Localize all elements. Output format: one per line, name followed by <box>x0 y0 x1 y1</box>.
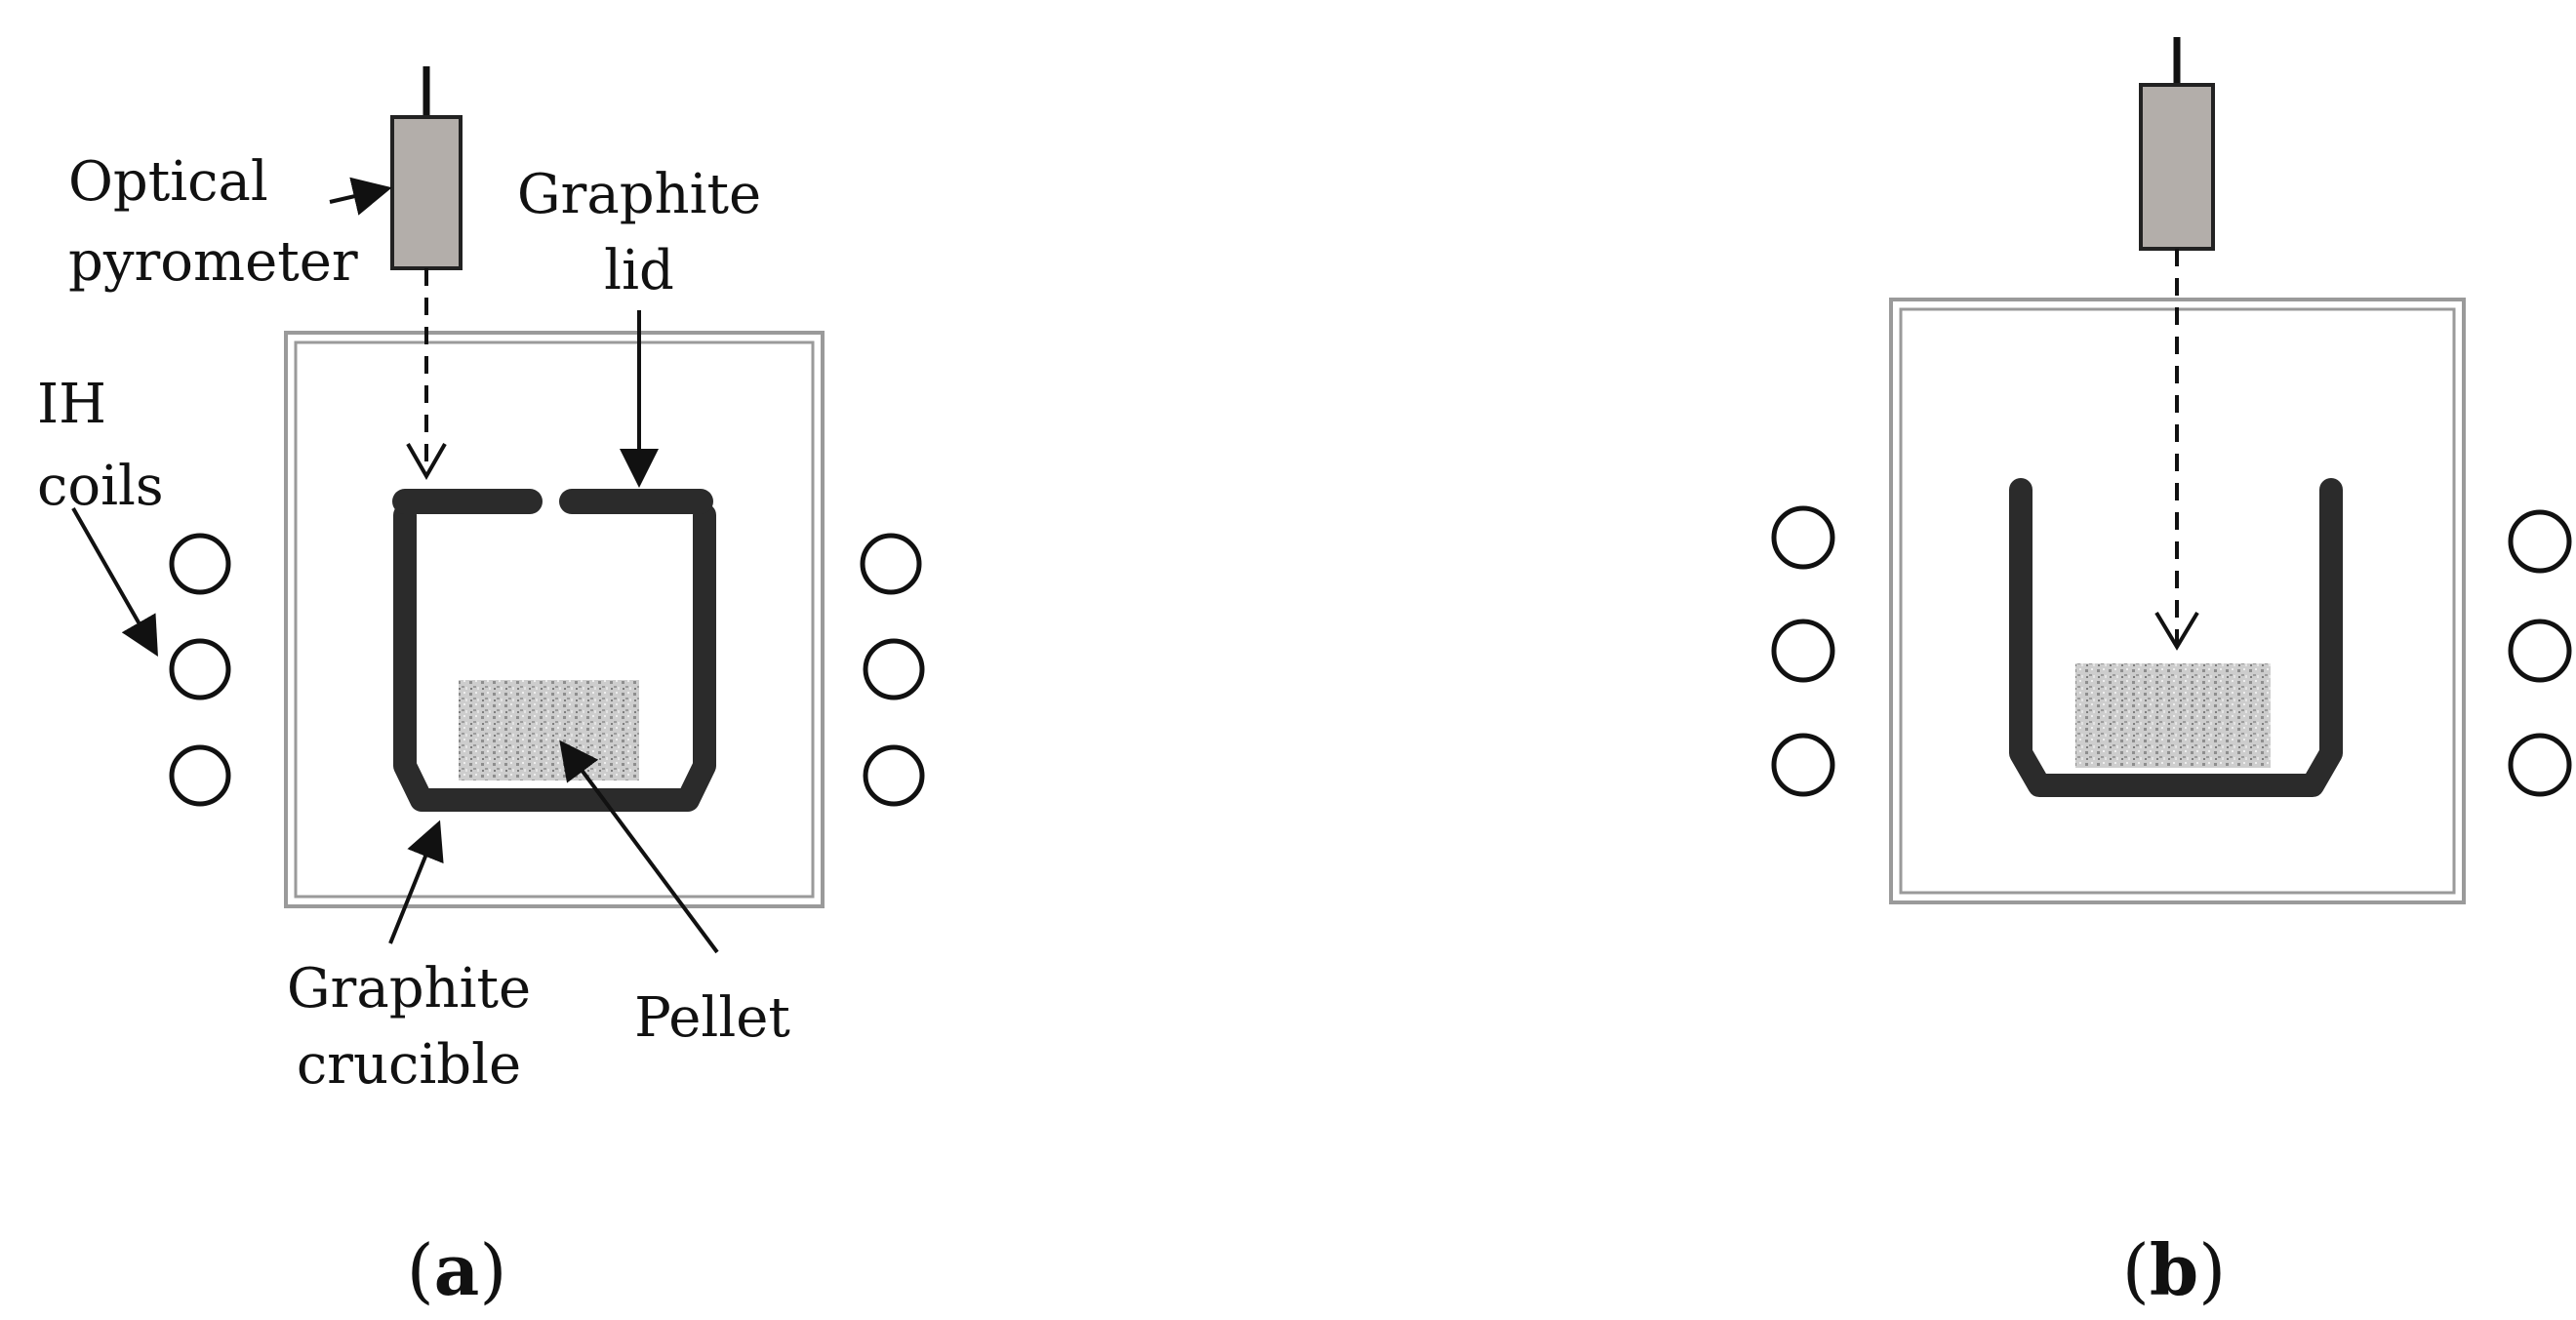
graphite-crucible-a <box>393 503 716 812</box>
chamber-a <box>284 331 825 908</box>
leader-arrows-a <box>71 177 719 954</box>
label-pellet: Pellet <box>634 986 790 1050</box>
pyrometer-a <box>390 66 463 270</box>
pellet-b <box>2075 663 2271 768</box>
arrow-pellet <box>559 740 719 954</box>
pyrometer-beam-b <box>2154 249 2199 651</box>
arrow-pyrometer <box>329 177 392 216</box>
label-pyrometer-line2: pyrometer <box>68 230 358 294</box>
pyrometer-b <box>2139 37 2215 251</box>
ih-coils-right-b <box>2508 509 2572 797</box>
arrow-coils <box>71 507 158 657</box>
ih-coils-right-a <box>860 533 925 807</box>
ih-coils-left-a <box>169 533 231 807</box>
label-coils-line1: IH <box>37 373 106 436</box>
label-coils-line2: coils <box>37 455 164 518</box>
ih-coils-left-b <box>1771 505 1835 797</box>
label-pyrometer-line1: Optical <box>68 150 268 214</box>
panel-a: Optical pyrometer Graphite lid IH coils … <box>37 66 925 1311</box>
pyrometer-beam-a <box>406 268 447 481</box>
arrow-crucible <box>388 820 444 944</box>
caption-a: (a) <box>407 1228 507 1311</box>
label-lid-line1: Graphite <box>517 163 761 226</box>
label-lid-line2: lid <box>604 239 674 302</box>
graphite-crucible-b <box>2009 478 2343 797</box>
panel-b: (b) <box>1771 37 2572 1311</box>
caption-b: (b) <box>2122 1228 2227 1311</box>
label-crucible-line2: crucible <box>297 1033 521 1097</box>
labels-a: Optical pyrometer Graphite lid IH coils … <box>37 150 790 1097</box>
pellet-a <box>459 680 639 780</box>
label-crucible-line1: Graphite <box>287 957 531 1020</box>
